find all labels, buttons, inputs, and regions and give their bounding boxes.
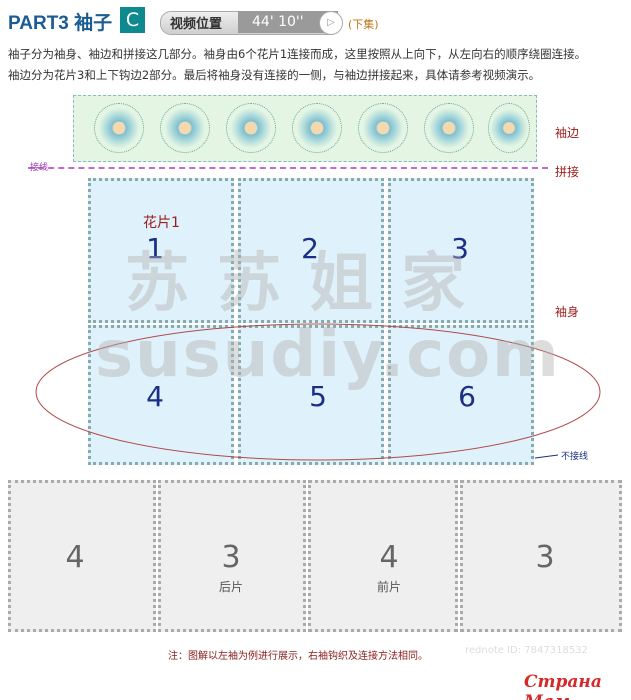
motif-label: 花片1 <box>143 215 180 231</box>
play-icon[interactable]: ▷ <box>319 11 343 35</box>
join-line-label: 接线 <box>30 163 49 173</box>
join-line <box>28 167 548 169</box>
sleeve-panel <box>238 325 384 465</box>
flower-motif <box>94 103 144 153</box>
body-label: 袖身 <box>555 305 580 319</box>
bottom-number: 4 <box>65 540 85 575</box>
note: 注：图解以左袖为例进行展示，右袖钩织及连接方法相同。 <box>168 651 428 662</box>
bottom-panel <box>308 480 458 632</box>
watermark-en: susudiy.com <box>95 318 561 392</box>
video-label: 视频位置 <box>170 17 223 32</box>
flower-motif <box>424 103 474 153</box>
description-line: 袖边分为花片3和上下钩边2部分。最后将袖身没有连接的一侧，与袖边拼接起来，具体请… <box>8 68 541 82</box>
flower-motif <box>160 103 210 153</box>
bottom-label: 后片 <box>218 580 243 594</box>
video-time: 44' 10'' <box>238 11 338 33</box>
bottom-number: 3 <box>535 540 555 575</box>
cuff-label: 袖边 <box>555 126 580 140</box>
section-badge: C <box>120 7 145 33</box>
sleeve-panel <box>238 178 384 323</box>
description-line: 袖子分为袖身、袖边和拼接这几部分。袖身由6个花片1连接而成，这里按照从上向下，从… <box>8 47 587 61</box>
panel-number: 6 <box>458 380 476 413</box>
brand-watermark: Страна Мам <box>524 672 602 700</box>
panel-number: 5 <box>309 380 327 413</box>
panel-number: 2 <box>301 232 319 265</box>
panel-number: 4 <box>146 380 164 413</box>
flower-motif <box>488 103 530 153</box>
bottom-number: 4 <box>379 540 399 575</box>
flower-motif <box>358 103 408 153</box>
bottom-label: 前片 <box>376 580 401 594</box>
sleeve-panel <box>88 325 234 465</box>
part-label: (下集) <box>348 18 379 31</box>
no-join-label: 不接线 <box>561 452 589 462</box>
bottom-panel <box>460 480 622 632</box>
flower-motif <box>292 103 342 153</box>
panel-number: 3 <box>451 232 469 265</box>
watermark-id: rednote ID: 7847318532 <box>465 645 588 656</box>
flower-motif <box>226 103 276 153</box>
bottom-number: 3 <box>221 540 241 575</box>
page-title: PART3 袖子 <box>8 13 113 34</box>
panel-number: 1 <box>146 232 164 265</box>
bottom-panel <box>158 480 306 632</box>
bottom-panel <box>8 480 156 632</box>
sleeve-panel <box>388 178 534 323</box>
watermark-cn: 苏苏姐家 <box>125 247 493 321</box>
join-label: 拼接 <box>555 165 580 179</box>
sleeve-panel <box>88 178 234 323</box>
